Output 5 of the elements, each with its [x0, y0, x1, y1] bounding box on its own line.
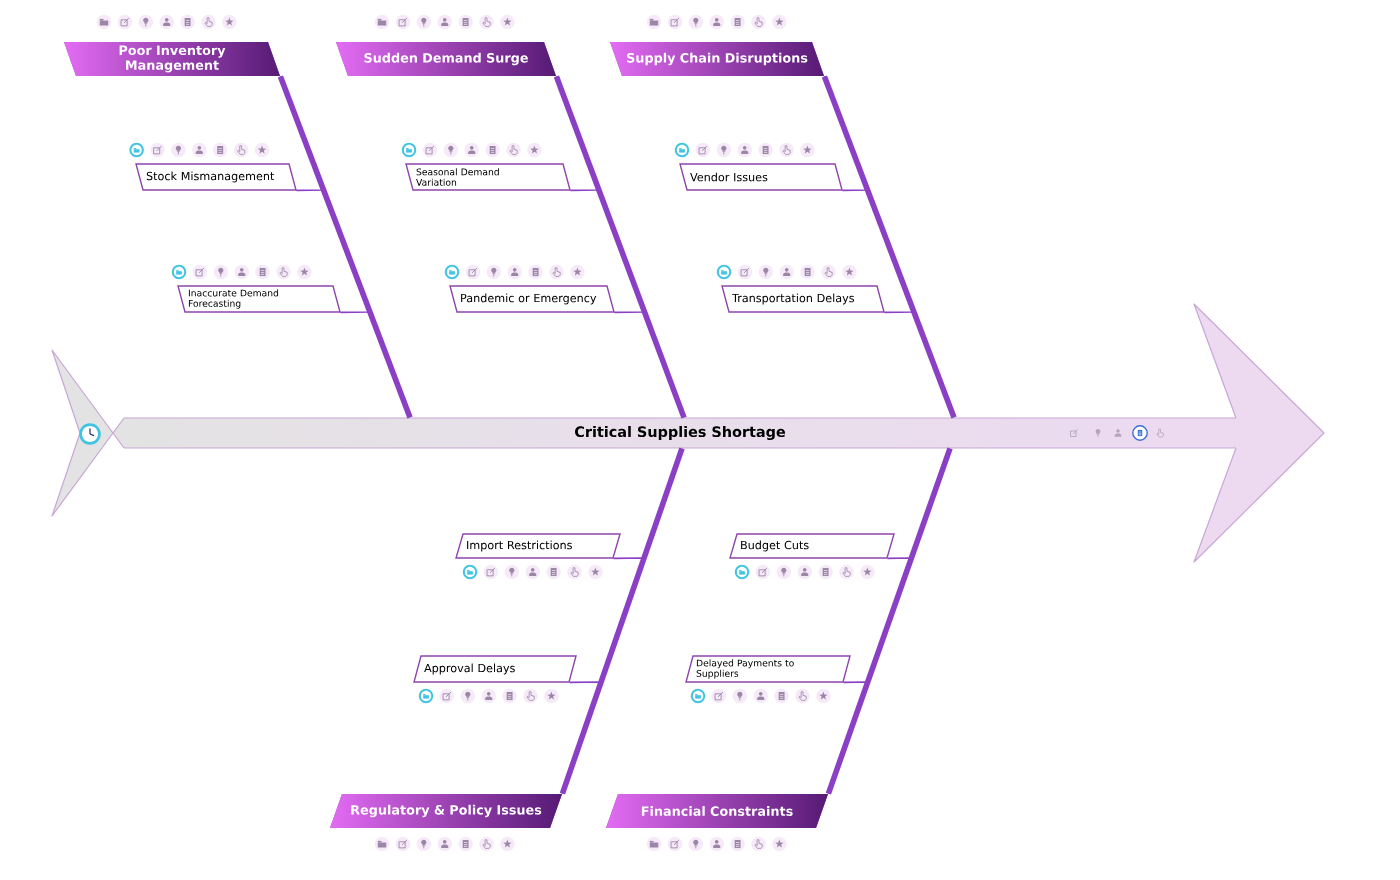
bone-line — [553, 75, 687, 419]
bone-line — [821, 75, 957, 419]
bone-line — [277, 75, 413, 419]
bone-line — [559, 447, 685, 795]
bone-line — [825, 447, 953, 795]
